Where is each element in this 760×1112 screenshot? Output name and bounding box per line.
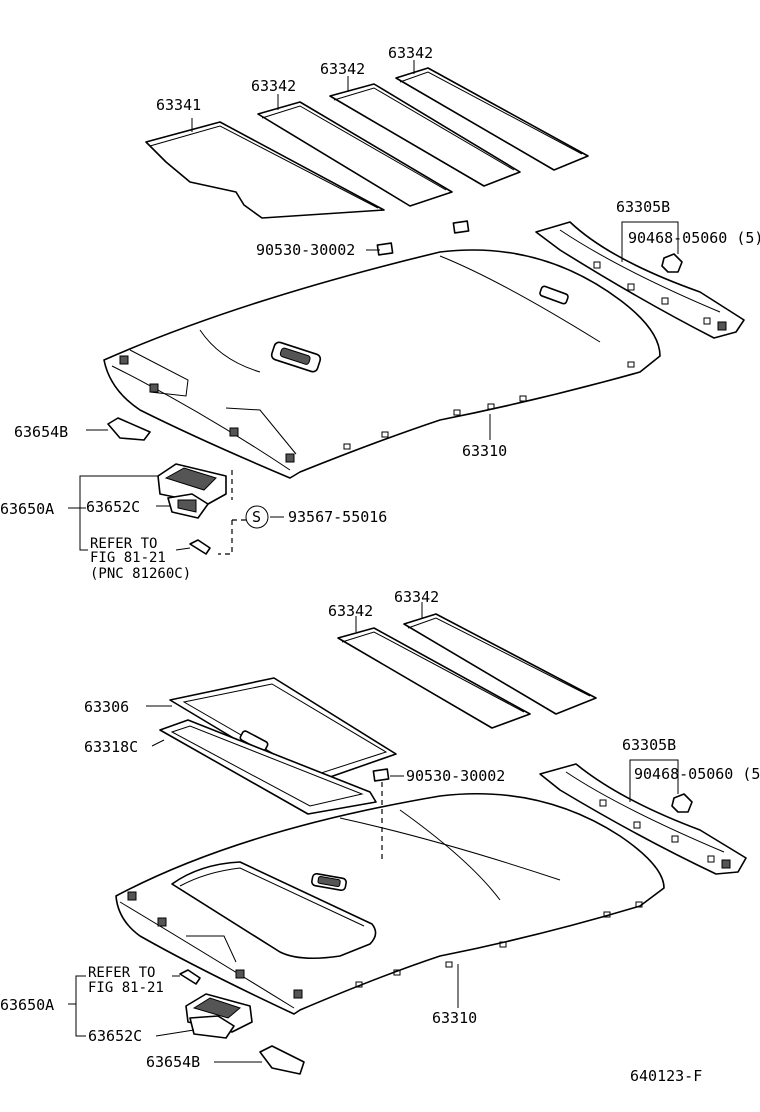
clip-90530-top	[376, 242, 394, 256]
lamp-assembly-63650a-top	[157, 463, 227, 519]
label-63654b-top: 63654B	[14, 423, 68, 441]
label-93567-top: 93567-55016	[288, 508, 387, 526]
label-refer2-bottom: FIG 81-21	[88, 980, 164, 996]
pad-63342-top-b	[329, 83, 521, 187]
rail-63305b-top	[535, 221, 745, 339]
headliner-63310-top	[103, 249, 661, 479]
refer-part-bottom	[179, 969, 201, 985]
label-63306: 63306	[84, 698, 129, 716]
label-63310-top: 63310	[462, 442, 507, 460]
clip-90468-top	[661, 253, 683, 273]
label-63305b-bottom: 63305B	[622, 736, 676, 754]
label-refer1-bottom: REFER TO	[88, 965, 155, 981]
label-refer2-top: FIG 81-21	[90, 550, 166, 566]
label-63310-bottom: 63310	[432, 1009, 477, 1027]
lamp-cover-63654b-top	[107, 417, 151, 441]
label-63342-top-c: 63342	[388, 44, 433, 62]
label-refer1-top: REFER TO	[90, 536, 157, 552]
label-63342-bottom-a: 63342	[328, 602, 373, 620]
supplier-circle-top	[245, 505, 269, 529]
label-63650a-bottom: 63650A	[0, 996, 54, 1014]
label-63652c-bottom: 63652C	[88, 1027, 142, 1045]
label-90468-top: 90468-05060 (5)	[628, 229, 760, 247]
lamp-assembly-63650a-bottom	[185, 993, 253, 1039]
leaders-bottom	[68, 602, 679, 1063]
label-63341-top: 63341	[156, 96, 201, 114]
pad-63341	[145, 121, 385, 219]
clip-top-center	[452, 220, 470, 234]
pad-63342-bottom-b	[403, 613, 597, 715]
figure-code: 640123-F	[630, 1067, 702, 1085]
label-refer3-top: (PNC 81260C)	[90, 566, 191, 582]
refer-part-top	[189, 539, 211, 555]
label-63652c-top: 63652C	[86, 498, 140, 516]
sunroof-seal-63318c	[159, 719, 377, 815]
label-90530-bottom: 90530-30002	[406, 767, 505, 785]
label-63342-bottom-b: 63342	[394, 588, 439, 606]
leaders-top	[68, 60, 679, 555]
rail-63305b-bottom	[539, 763, 747, 875]
headliner-63310-bottom	[115, 792, 665, 1015]
lamp-cover-63654b-bottom	[259, 1045, 305, 1075]
clip-90468-bottom	[671, 793, 693, 813]
label-90468-bottom: 90468-05060 (5)	[634, 765, 760, 783]
label-63654b-bottom: 63654B	[146, 1053, 200, 1071]
label-63342-top-a: 63342	[251, 77, 296, 95]
label-63318c: 63318C	[84, 738, 138, 756]
clip-90530-bottom	[372, 768, 390, 782]
pad-63342-bottom-a	[337, 627, 531, 729]
label-63342-top-b: 63342	[320, 60, 365, 78]
label-63305b-top: 63305B	[616, 198, 670, 216]
label-63650a-top: 63650A	[0, 500, 54, 518]
pad-63342-top-a	[257, 101, 453, 207]
label-90530-top: 90530-30002	[256, 241, 355, 259]
label-s-top: S	[252, 508, 261, 526]
pad-63342-top-c	[395, 67, 589, 171]
